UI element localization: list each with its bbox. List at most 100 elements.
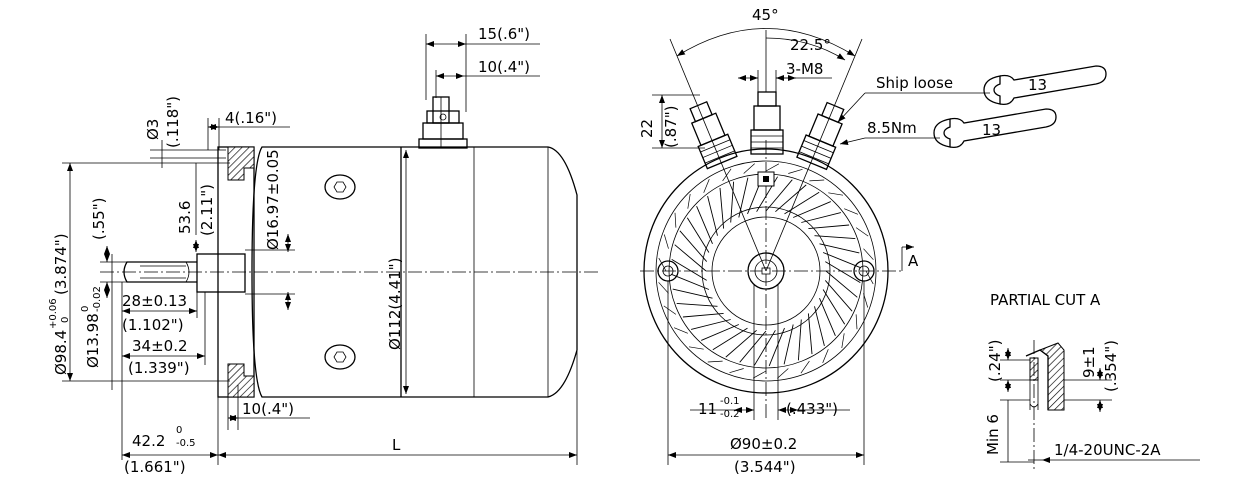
dim-3-544-label: (3.544") [734,458,796,476]
stator-hatch-line [707,360,723,363]
winding-slot [671,259,707,281]
partial-cut-a: PARTIAL CUT A (.24") Min 6 9±1 (.354") 1… [984,291,1200,470]
stator-hatch-line [729,368,744,374]
partial-cut-title: PARTIAL CUT A [990,291,1101,309]
winding-slot [682,312,724,318]
winding-slot [719,187,725,229]
terminal-post [418,96,468,149]
section-mark-label: A [908,252,919,270]
winding-slot [819,298,836,336]
flange-section-top [227,146,255,181]
winding-slot [814,235,856,240]
winding-slot [712,327,748,351]
dim-9-label: 9±1 [1080,346,1098,378]
dim-11-tol-upper: -0.1 [720,396,740,407]
dim-98-tol-upper: +0.06 [48,298,59,329]
dim-13-98-tol-upper: 0 [80,306,91,312]
dim-90-label: Ø90±0.2 [730,435,797,453]
ship-loose-leader [837,92,866,123]
hex-bolt-top [324,174,356,200]
dim-42-2-label: 42.2 [132,432,165,450]
dim-42-2-tol-lower: -0.5 [176,438,196,449]
dim-1-102-label: (1.102") [122,316,184,334]
dim-11-label: 11 [698,400,717,418]
terminal-center [750,91,784,155]
winding-slot [824,280,853,312]
front-view: 45° 22.5° 3-M8 22 (.87") Ship loose 13 8… [638,6,1107,476]
winding-slot [808,224,850,230]
dim-98-tol-lower: 0 [60,317,71,323]
winding-slot [725,329,757,358]
angle-45-left-ext [669,38,767,272]
side-view: 15(.6") 10(.4") 4(.16") Ø3 (.118") Ø98.4… [48,25,600,476]
dim-3-m8-label: 3-M8 [786,60,823,78]
dim-13-98-tol-lower: -0.02 [92,286,103,312]
partial-cut-outline [1025,349,1049,410]
winding-slot [674,244,707,272]
inner-housing-circle [655,160,877,382]
winding-slot [690,319,731,330]
dim-98-label: Ø98.4 [52,330,70,375]
dim-13-98-label-group: Ø13.98 0 -0.02 [80,286,103,368]
winding-slot [686,217,710,253]
winding-slot [730,181,735,223]
armature-inner-circle [711,216,821,326]
winding-slot [814,306,825,347]
stator-hatch-line [765,163,780,172]
dim-28-label: 28±0.13 [122,292,187,310]
shaft-bore-circle [754,259,778,283]
winding-slot [768,327,785,367]
torque-label: 8.5Nm [867,119,917,137]
stator-hatch-line [855,314,858,330]
dim-11-tol-lower: -0.2 [720,409,740,420]
stator-hatch-line [788,168,803,174]
dim-phi3-inch-label: (.118") [164,96,182,148]
winding-slot [783,324,794,365]
dim-42-2-tol-upper: 0 [176,425,182,436]
winding-slot [822,252,862,269]
dim-4-label: 4(.16") [225,109,277,127]
winding-slot [707,195,718,236]
stator-hatch-line [703,178,710,193]
dim-98-label-group: Ø98.4 +0.06 0 (3.874") [48,233,71,375]
stator-hatch-line [865,270,874,285]
angle-22-5-label: 22.5° [790,36,831,54]
wrench-size-top-label: 13 [1028,76,1047,94]
stator-hatch-line [688,346,704,350]
stator-hatch-line [743,163,755,174]
hex-bolt-bottom [324,344,356,370]
dim-0-433-label: (.433") [786,400,838,418]
stator-hatch-line [863,248,874,260]
wrench-icon-bottom [933,108,1057,149]
winding-slot [825,270,858,298]
dim-1-339-label: (1.339") [128,359,190,377]
winding-slot [793,201,831,218]
stator-hatch-line [663,234,669,249]
stator-hatch-line [855,227,869,237]
winding-slot [739,330,767,363]
dim-34-label: 34±0.2 [132,337,188,355]
winding-slot [676,302,718,307]
stator-hatch-line [841,333,845,349]
stator-hatch-line [777,368,789,379]
stator-hatch-line [658,257,667,272]
stator-hatch-line [844,208,859,215]
dim-10-top-label: 10(.4") [478,58,530,76]
dim-112-label: Ø112(4.41") [386,258,404,350]
stator-hatch-line [663,305,677,315]
flange-section-bottom [227,363,255,398]
dim-0-24-label: (.24") [986,340,1004,382]
stator-hatch-line [674,212,677,228]
winding-slot [765,179,793,212]
stator-hatch-line [828,192,844,196]
dim-phi3-label: Ø3 [144,119,162,140]
torque-leader [839,137,866,146]
dim-10-bottom-label: 10(.4") [242,400,294,418]
winding-slot [807,313,813,355]
dim-0-55-label: (.55") [90,198,108,240]
winding-slot [754,330,776,366]
armature-circle [701,206,831,336]
dim-3-874-label: (3.874") [52,233,70,295]
stator-hatch-line [722,168,732,182]
